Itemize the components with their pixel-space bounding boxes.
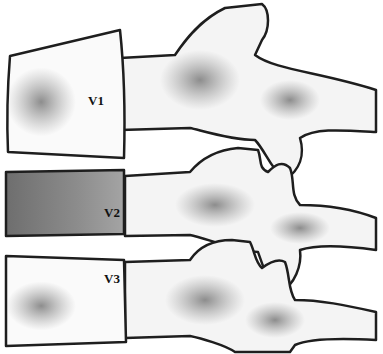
vertebra-label: V3 <box>104 271 120 286</box>
vertebral-body: V1 <box>4 26 128 164</box>
shading <box>260 80 320 120</box>
shading <box>6 67 75 136</box>
vertebra-label: V1 <box>88 91 104 109</box>
body-outline <box>7 30 124 158</box>
vertebral-body: V2 <box>4 168 128 238</box>
body-outline <box>6 170 124 236</box>
shading <box>270 212 330 244</box>
posterior-elements <box>125 240 376 352</box>
body-outline <box>6 256 126 346</box>
vertebra-label: V1 <box>88 93 104 108</box>
body-outline <box>4 26 128 164</box>
body-outline <box>4 168 128 238</box>
body-outline <box>4 252 128 350</box>
shading <box>175 183 255 227</box>
vertebra-label: V2 <box>104 205 120 220</box>
shading <box>245 302 305 338</box>
vertebral-body: V3 <box>4 252 128 350</box>
shading <box>6 281 75 330</box>
shading <box>165 275 245 325</box>
vertebra-label: V2 <box>104 203 120 221</box>
vertebra-label: V3 <box>104 269 120 287</box>
shading <box>160 50 240 110</box>
